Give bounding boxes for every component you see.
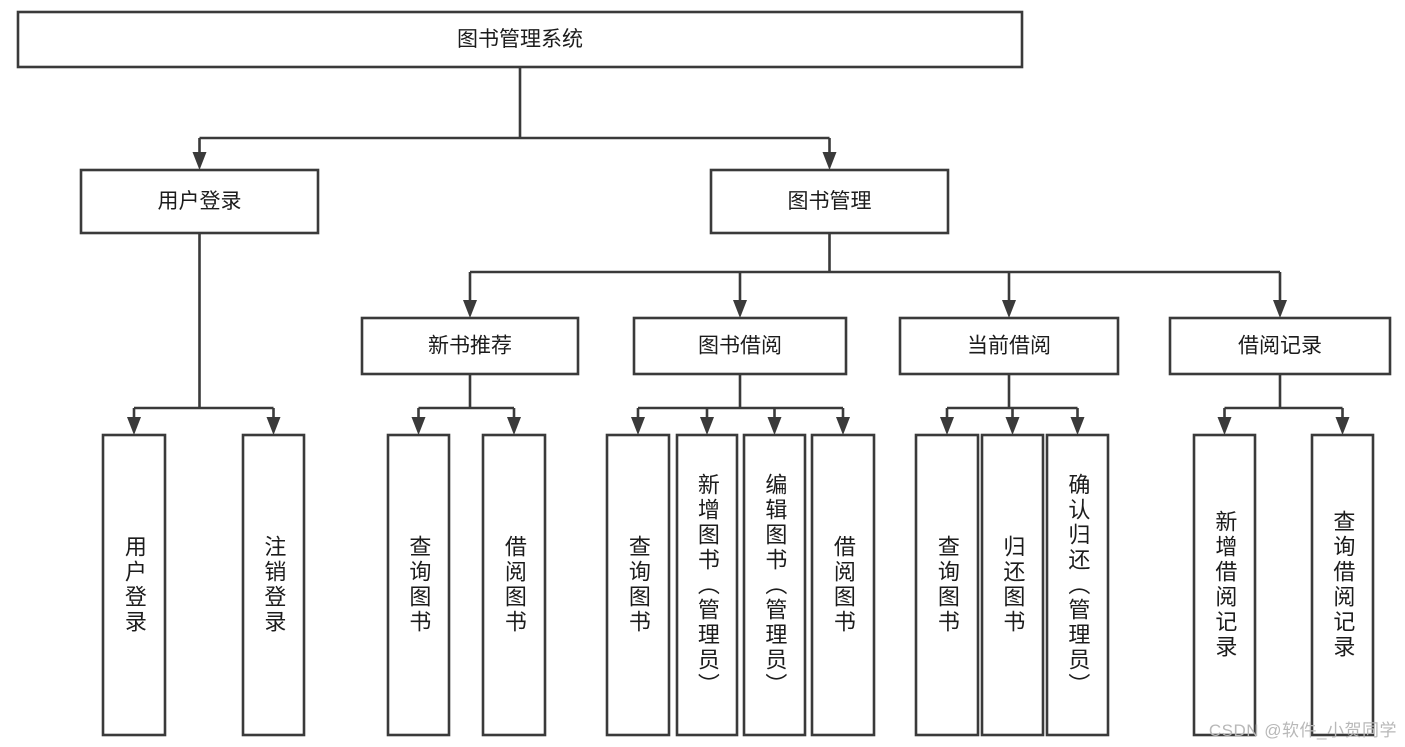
node-leaf-query-record[interactable] (1310, 433, 1375, 737)
node-book-borrow-label: 图书借阅 (698, 335, 782, 358)
csdn-watermark: CSDN @软件_小贺同学 (1208, 721, 1397, 740)
arrow-head-leaf-query-book-br (631, 417, 645, 435)
arrow-head-level3-3 (1273, 300, 1287, 318)
node-leaf-return-book[interactable] (980, 433, 1045, 737)
node-leaf-user-login[interactable] (101, 433, 167, 737)
arrow-head-leaf-query-record (1335, 417, 1350, 435)
node-borrow-record[interactable] (1168, 316, 1392, 376)
arrow-head-leaf-add-book (700, 417, 714, 435)
arrow-head-leaf-return-book (1005, 417, 1020, 435)
node-root[interactable] (16, 10, 1024, 69)
arrow-head-leaf-logout (266, 417, 281, 435)
node-current-borrow[interactable] (898, 316, 1120, 376)
arrow-head-level3-0 (463, 300, 477, 318)
arrow-head-leaf-borrow-book-rec (507, 417, 521, 435)
arrow-head-leaf-query-book-rec (411, 417, 426, 435)
node-new-book-rec-label: 新书推荐 (428, 335, 512, 358)
arrow-head-level2-1 (822, 152, 837, 170)
node-user-login-label: 用户登录 (158, 190, 242, 213)
node-borrow-record-label: 借阅记录 (1238, 335, 1322, 358)
arrow-head-level3-2 (1002, 300, 1016, 318)
node-leaf-query-book-rec[interactable] (386, 433, 451, 737)
node-user-login[interactable] (79, 168, 320, 235)
arrow-head-leaf-user-login (127, 417, 141, 435)
arrow-head-leaf-query-book-cb (940, 417, 954, 435)
node-leaf-add-record[interactable] (1192, 433, 1257, 737)
node-book-manage[interactable] (709, 168, 950, 235)
node-leaf-logout[interactable] (241, 433, 306, 737)
node-leaf-borrow-book-br[interactable] (810, 433, 876, 737)
node-leaf-confirm-return[interactable] (1045, 433, 1110, 737)
boxes-layer (16, 10, 1392, 737)
node-new-book-rec[interactable] (360, 316, 580, 376)
node-root-label: 图书管理系统 (457, 28, 583, 51)
arrow-head-leaf-edit-book (767, 417, 782, 435)
node-current-borrow-label: 当前借阅 (967, 335, 1051, 358)
connectors-layer (127, 67, 1350, 435)
node-leaf-add-book[interactable] (675, 433, 739, 737)
node-leaf-query-book-cb[interactable] (914, 433, 980, 737)
node-leaf-edit-book[interactable] (742, 433, 807, 737)
arrow-head-leaf-confirm-return (1070, 417, 1085, 435)
node-leaf-query-book-br[interactable] (605, 433, 671, 737)
arrow-head-leaf-borrow-book-br (836, 417, 850, 435)
node-book-borrow[interactable] (632, 316, 848, 376)
node-book-manage-label: 图书管理 (788, 190, 872, 213)
node-leaf-borrow-book-rec[interactable] (481, 433, 547, 737)
arrow-head-leaf-add-record (1217, 417, 1232, 435)
arrow-head-level3-1 (733, 300, 747, 318)
arrow-head-level2-0 (192, 152, 207, 170)
